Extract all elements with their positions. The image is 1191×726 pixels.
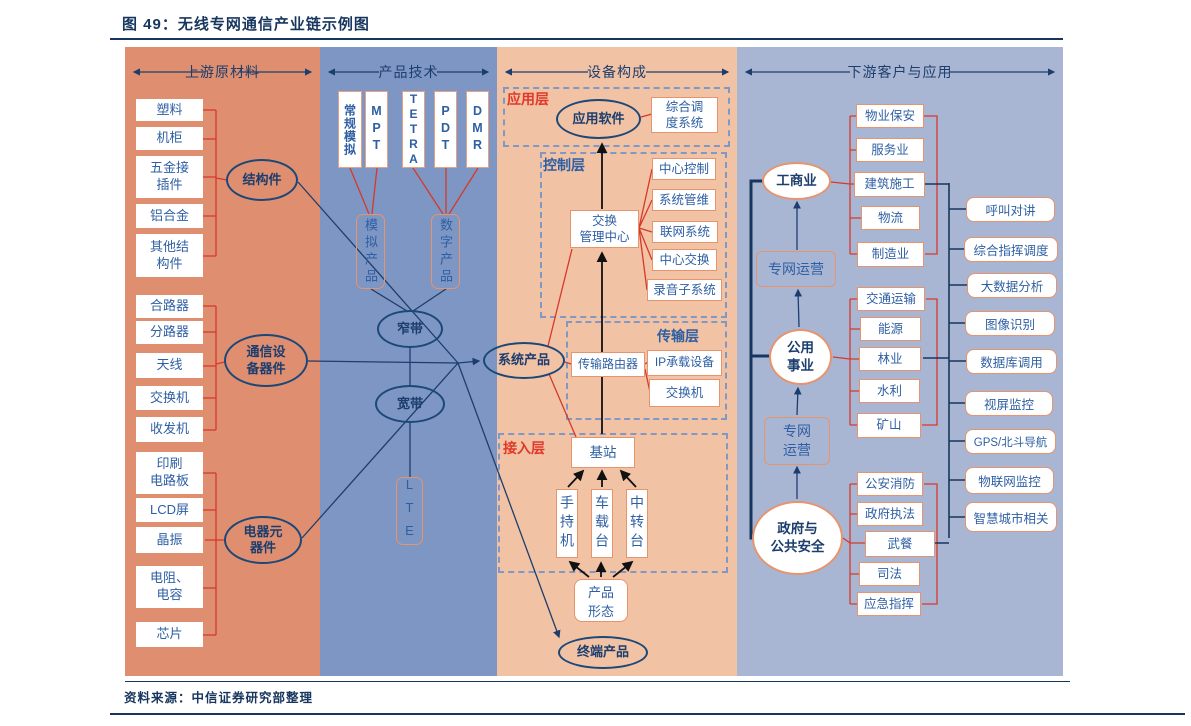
sector2-item: 司法: [859, 562, 920, 586]
sector1-item: 交通运输: [857, 287, 925, 311]
transport-item: 交换机: [649, 379, 720, 407]
analog-products-box: 模拟产品: [356, 214, 385, 289]
sector0-item: 服务业: [856, 138, 924, 162]
hub-public-utilities: 公用 事业: [769, 329, 832, 385]
application-item: 智慧城市相关: [965, 502, 1057, 532]
tech-standard-pdt: PDT: [434, 91, 457, 168]
upstream-structural-item: 机柜: [136, 127, 203, 150]
control-layer-label: 控制层: [543, 157, 585, 173]
control-layer-frame: [540, 152, 727, 318]
transport-router-box: 传输路由器: [571, 352, 645, 377]
upstream-electronic-item: LCD屏: [136, 498, 203, 522]
header-downstream: 下游客户与应用: [847, 64, 953, 80]
header-tech: 产品技术: [378, 64, 439, 80]
application-item: 大数据分析: [967, 273, 1057, 298]
private-network-operation-bottom: 专网 运营: [764, 417, 830, 465]
sector1-item: 水利: [859, 379, 920, 403]
upstream-comm-item: 收发机: [136, 417, 203, 442]
app-layer-label: 应用层: [507, 91, 549, 107]
upstream-comm-item: 合路器: [136, 295, 203, 318]
footer-rule: [125, 681, 1070, 682]
application-item: 物联网监控: [965, 467, 1054, 494]
upstream-comm-item: 天线: [136, 353, 203, 378]
sector0-item: 物业保安: [856, 104, 924, 128]
private-network-operation-top: 专网运营: [756, 251, 836, 287]
tech-standard-analog-conventional: 常规模拟: [338, 91, 362, 168]
application-item: GPS/北斗导航: [965, 429, 1056, 454]
hub-structural: 结构件: [226, 159, 298, 201]
application-item: 数据库调用: [966, 349, 1057, 374]
upstream-structural-item: 五金接 插件: [136, 156, 203, 198]
switch-management-center-box: 交换 管理中心: [570, 210, 639, 248]
app-layer-frame: [503, 87, 730, 147]
header-equipment: 设备构成: [587, 64, 647, 80]
tech-standard-dmr: DMR: [466, 91, 489, 168]
source-note: 资料来源：中信证券研究部整理: [124, 691, 314, 705]
upstream-structural-item: 塑料: [136, 99, 203, 121]
sector2-item: 政府执法: [857, 502, 923, 526]
application-item: 综合指挥调度: [964, 237, 1058, 262]
figure-title: 图 49：无线专网通信产业链示例图: [122, 16, 370, 33]
sector0-item: 物流: [861, 206, 920, 230]
control-item: 联网系统: [652, 221, 718, 243]
lte-box: LTE: [396, 477, 423, 546]
digital-products-box: 数字产品: [431, 214, 460, 289]
product-form-box: 产品 形态: [574, 579, 628, 622]
application-item: 呼叫对讲: [966, 197, 1055, 222]
control-item: 录音子系统: [647, 279, 722, 301]
upstream-structural-item: 其他结 构件: [136, 234, 203, 277]
upstream-comm-item: 交换机: [136, 386, 203, 410]
sector0-item: 建筑施工: [854, 172, 925, 197]
narrowband-ellipse: 窄带: [377, 310, 443, 348]
control-item: 中心控制: [652, 158, 716, 180]
hub-comm-devices: 通信设 备器件: [224, 334, 308, 387]
title-rule: [110, 38, 1063, 40]
bottom-rule: [110, 713, 1185, 715]
access-layer-label: 接入层: [503, 440, 545, 456]
broadband-ellipse: 宽带: [375, 385, 445, 423]
upstream-electronic-item: 芯片: [136, 622, 203, 647]
tech-standard-tetra: TETRA: [402, 91, 425, 168]
sector1-item: 矿山: [857, 413, 921, 438]
application-item: 图像识别: [965, 311, 1055, 336]
terminal-vehicle-box: 车载台: [591, 489, 613, 558]
sector2-item: 公安消防: [857, 472, 923, 496]
sector1-item: 能源: [860, 317, 921, 341]
tech-standard-mpt: MPT: [365, 91, 388, 168]
upstream-comm-item: 分路器: [136, 321, 203, 344]
header-upstream: 上游原材料: [185, 64, 260, 80]
hub-electronic-components: 电器元 器件: [224, 516, 302, 564]
hub-government-public-safety: 政府与 公共安全: [752, 501, 843, 575]
control-item: 中心交换: [652, 249, 717, 271]
terminal-product-ellipse: 终端产品: [558, 636, 648, 669]
sector1-item: 林业: [859, 347, 921, 371]
control-item: 系统管维: [652, 189, 716, 211]
upstream-electronic-item: 电阻、 电容: [136, 566, 203, 608]
transport-item: IP承载设备: [647, 350, 722, 376]
system-product-ellipse: 系统产品: [483, 342, 565, 379]
dispatch-system-box: 综合调 度系统: [651, 97, 718, 133]
terminal-handheld-box: 手持机: [556, 489, 578, 558]
application-item: 视屏监控: [965, 391, 1053, 416]
base-station-box: 基站: [571, 437, 635, 468]
sector2-item: 应急指挥: [857, 592, 921, 616]
sector2-item: 武餐: [865, 531, 935, 557]
upstream-structural-item: 铝合金: [136, 204, 203, 228]
app-software-ellipse: 应用软件: [556, 99, 641, 139]
sector0-item: 制造业: [857, 242, 924, 267]
terminal-relay-box: 中转台: [626, 489, 648, 558]
upstream-electronic-item: 晶振: [136, 527, 203, 553]
upstream-electronic-item: 印刷 电路板: [136, 452, 203, 494]
hub-industry-commerce: 工商业: [762, 162, 831, 200]
transport-layer-label: 传输层: [657, 328, 699, 344]
